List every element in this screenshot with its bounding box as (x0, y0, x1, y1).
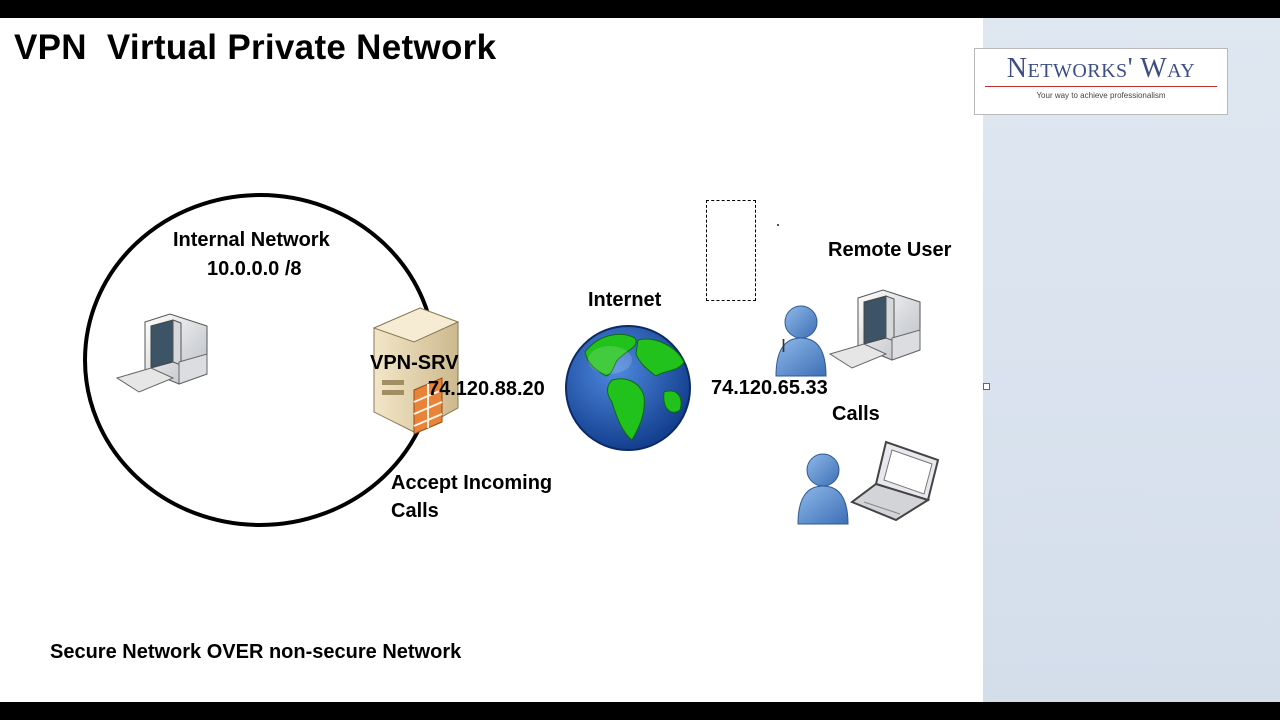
text-cursor-icon: I (781, 336, 787, 356)
accept-label-line2: Calls (391, 500, 439, 522)
logo-name: Networks' Way (1006, 53, 1196, 84)
networks-way-logo: Networks' Way Your way to achieve profes… (974, 48, 1228, 115)
logo-rule (985, 86, 1217, 87)
stray-dot (777, 224, 779, 226)
vpn-server-label: VPN-SRV (370, 352, 459, 374)
internet-label: Internet (588, 289, 662, 311)
globe-icon (565, 325, 691, 451)
bottom-letterbox (0, 702, 1280, 720)
remote-user-label: Remote User (828, 239, 952, 261)
logo-tagline: Your way to achieve professionalism (1036, 91, 1166, 100)
side-pane (983, 18, 1280, 702)
desktop-computer-icon (115, 313, 208, 393)
user-icon (775, 305, 827, 377)
accept-label-line1: Accept Incoming (391, 472, 553, 494)
firewall-wall (413, 377, 443, 435)
remote-ip: 74.120.65.33 (711, 377, 828, 399)
calls-label: Calls (832, 403, 880, 425)
top-letterbox (0, 0, 1280, 18)
internal-network-subnet: 10.0.0.0 /8 (207, 258, 302, 280)
laptop-icon (849, 440, 940, 522)
desktop-computer-icon (828, 289, 921, 369)
slide-title: VPN Virtual Private Network (14, 28, 497, 67)
server-firewall-icon (372, 307, 460, 435)
resize-handle[interactable] (983, 383, 990, 390)
user-icon (797, 453, 849, 525)
placeholder-box[interactable] (706, 200, 756, 301)
footer-text: Secure Network OVER non-secure Network (50, 641, 462, 663)
internal-network-label: Internal Network (173, 229, 330, 251)
vpn-server-ip: 74.120.88.20 (428, 378, 545, 400)
